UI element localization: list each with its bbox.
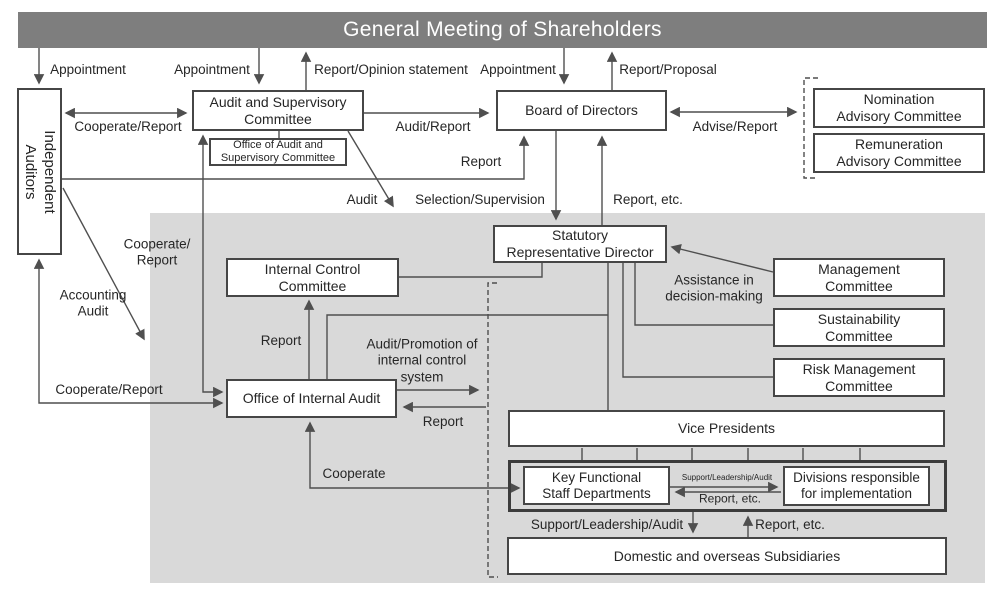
label-appointment-committee: Appointment [174,61,250,77]
management-committee-box: Management Committee [773,258,945,297]
general-meeting-banner: General Meeting of Shareholders [18,12,987,48]
label-cooperate-report-committee-office: Cooperate/ Report [123,236,191,268]
statutory-representative-director-box: Statutory Representative Director [493,225,667,263]
label-report-opinion-statement: Report/Opinion statement [314,61,468,77]
label-cooperate: Cooperate [322,465,386,481]
label-advise-report: Advise/Report [692,118,778,134]
remuneration-advisory-committee-box: Remuneration Advisory Committee [813,133,985,173]
board-of-directors-box: Board of Directors [496,90,667,131]
label-report-etc-inner: Report, etc. [698,491,762,506]
office-of-audit-supervisory-box: Office of Audit and Supervisory Committe… [209,138,347,166]
office-of-internal-audit-box: Office of Internal Audit [226,379,397,418]
label-appointment-board: Appointment [480,61,556,77]
risk-management-committee-box: Risk Management Committee [773,358,945,397]
label-selection-supervision: Selection/Supervision [415,191,545,207]
key-functional-staff-box: Key Functional Staff Departments [523,466,670,505]
label-assistance-decision-making: Assistance in decision-making [665,272,763,304]
label-report-etc-subsidiaries: Report, etc. [755,516,825,532]
label-report-etc-to-board: Report, etc. [613,191,683,207]
label-report-to-board: Report [460,153,502,169]
internal-control-committee-box: Internal Control Committee [226,258,399,297]
independent-auditors-label: Independent Auditors [21,129,58,214]
label-support-leadership-audit-subsidiaries: Support/Leadership/Audit [530,516,684,532]
label-audit-report: Audit/Report [395,118,471,134]
label-report-to-office: Report [422,413,464,429]
label-support-leadership-audit-inner: Support/Leadership/Audit [681,473,773,483]
independent-auditors-box: Independent Auditors [17,88,62,255]
sustainability-committee-box: Sustainability Committee [773,308,945,347]
label-cooperate-report-top: Cooperate/Report [74,118,182,134]
subsidiaries-box: Domestic and overseas Subsidiaries [507,537,947,575]
divisions-responsible-box: Divisions responsible for implementation [783,466,930,506]
label-report-to-internal-control: Report [260,332,302,348]
label-cooperate-report-auditors-office: Cooperate/Report [55,381,163,397]
label-audit: Audit [346,191,378,207]
nomination-advisory-committee-box: Nomination Advisory Committee [813,88,985,128]
label-report-proposal: Report/Proposal [619,61,717,77]
label-appointment-auditors: Appointment [50,61,126,77]
label-accounting-audit: Accounting Audit [59,287,127,319]
vice-presidents-box: Vice Presidents [508,410,945,447]
audit-supervisory-committee-box: Audit and Supervisory Committee [192,90,364,131]
label-audit-promotion: Audit/Promotion of internal control syst… [366,336,478,385]
